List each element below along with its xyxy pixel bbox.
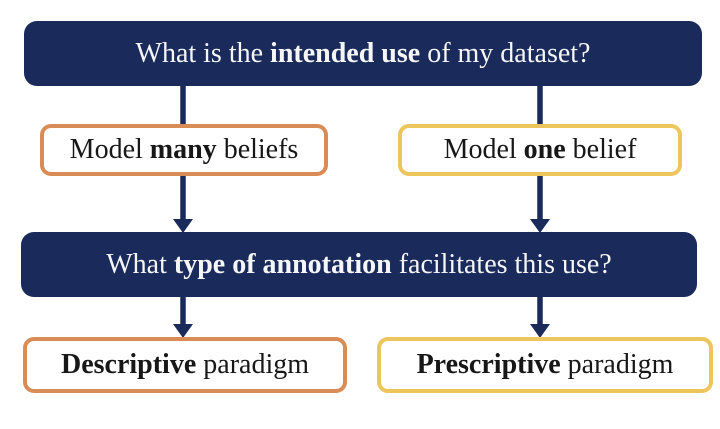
- option-box-model-many-beliefs: Model many beliefs: [40, 124, 328, 176]
- arrowhead-icon: [530, 219, 550, 233]
- option-many-text: Model many beliefs: [69, 134, 299, 165]
- descriptive-paradigm-text: Descriptive paradigm: [60, 349, 310, 380]
- option-box-model-one-belief: Model one belief: [398, 124, 682, 176]
- question-box-annotation-type: What type of annotation facilitates this…: [21, 232, 697, 297]
- option-one-text: Model one belief: [443, 134, 637, 165]
- prescriptive-paradigm-text: Prescriptive paradigm: [416, 349, 674, 380]
- arrow-many-to-q2: [173, 174, 193, 233]
- question-box-intended-use: What is the intended use of my dataset?: [24, 21, 702, 86]
- arrowhead-icon: [173, 219, 193, 233]
- result-box-prescriptive-paradigm: Prescriptive paradigm: [377, 337, 713, 393]
- arrow-q2-to-prescriptive: [530, 295, 550, 338]
- arrowhead-icon: [530, 324, 550, 338]
- arrowhead-icon: [173, 324, 193, 338]
- arrow-one-to-q2: [530, 174, 550, 233]
- question-2-text: What type of annotation facilitates this…: [106, 248, 612, 280]
- result-box-descriptive-paradigm: Descriptive paradigm: [23, 337, 347, 393]
- question-1-text: What is the intended use of my dataset?: [135, 37, 591, 69]
- arrow-q2-to-descriptive: [173, 295, 193, 338]
